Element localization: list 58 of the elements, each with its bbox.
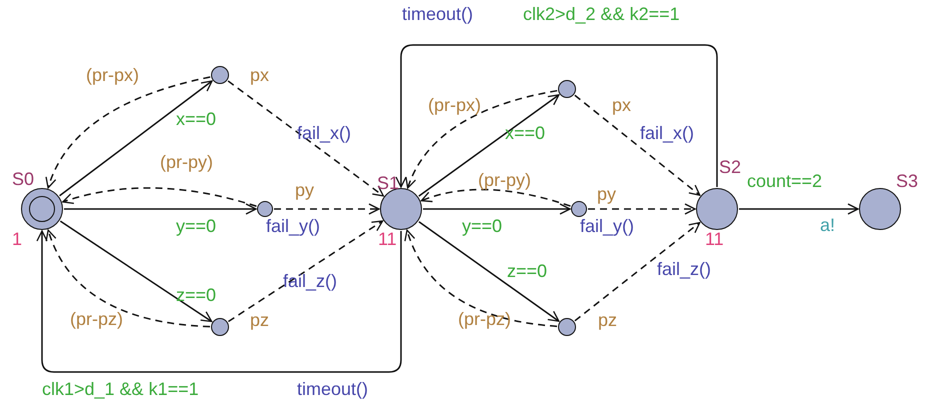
edge-label: clk1>d_1 && k1==1	[42, 380, 199, 398]
dashed-arrow	[404, 230, 558, 328]
update-label: timeout()	[297, 380, 368, 398]
probability-label: px	[250, 66, 270, 84]
arrow	[59, 80, 213, 196]
edge-label: clk2>d_2 && k2==1	[523, 5, 680, 23]
dashed-arrow	[420, 188, 571, 207]
update-label: timeout()	[402, 5, 474, 23]
dashed-arrow	[228, 80, 384, 197]
state-value: 1	[12, 230, 22, 248]
edge-label: (pr-pz)	[458, 310, 511, 328]
state-value: 11	[378, 230, 397, 248]
arrow	[739, 203, 859, 215]
edge-label: fail_z()	[283, 272, 338, 290]
probability-label: py	[597, 185, 616, 203]
edge-label: z==0	[176, 286, 216, 304]
dashed-arrow	[574, 222, 700, 322]
edge-label: (pr-py)	[478, 171, 531, 189]
edge-label: count==2	[747, 172, 822, 190]
edge-label: (pr-py)	[160, 153, 213, 171]
sync-label: a!	[820, 216, 836, 234]
arrow	[418, 94, 560, 197]
probability-label: py	[295, 181, 314, 199]
state-name: S0	[12, 170, 34, 188]
edge-label: fail_y()	[580, 217, 634, 235]
state-name: S3	[896, 172, 918, 190]
state-name: S1	[377, 174, 400, 192]
edge-label: (pr-pz)	[70, 310, 123, 328]
edge-label: y==0	[462, 217, 502, 235]
dashed-arrow	[406, 90, 558, 189]
arrow	[395, 44, 718, 188]
dashed-arrow	[62, 187, 257, 207]
state-value: 11	[705, 230, 724, 248]
dashed-arrow	[574, 94, 700, 196]
edge-label: fail_y()	[266, 217, 320, 235]
dashed-arrow	[46, 76, 210, 188]
probability-label: px	[612, 96, 632, 114]
arrow	[423, 203, 571, 215]
arrow	[60, 220, 212, 322]
arrow	[418, 221, 560, 322]
edge-label: fail_z()	[657, 260, 712, 278]
probability-label: pz	[598, 311, 618, 329]
dashed-arrow	[46, 229, 210, 328]
edge-label: y==0	[176, 217, 216, 235]
edge-label: fail_x()	[640, 124, 694, 142]
arrow	[64, 203, 257, 215]
dashed-arrow	[588, 203, 696, 215]
arrow	[36, 230, 402, 373]
edge-label: (pr-px)	[428, 96, 481, 114]
edge-label: x==0	[505, 124, 546, 142]
state-name: S2	[719, 158, 742, 176]
edge-label: x==0	[176, 110, 216, 128]
dashed-arrow	[274, 203, 380, 215]
edge-label: z==0	[507, 262, 548, 280]
edge-label: (pr-px)	[86, 66, 139, 84]
probability-label: pz	[250, 311, 270, 329]
edge-label: fail_x()	[297, 124, 352, 142]
dashed-arrow	[228, 220, 384, 322]
